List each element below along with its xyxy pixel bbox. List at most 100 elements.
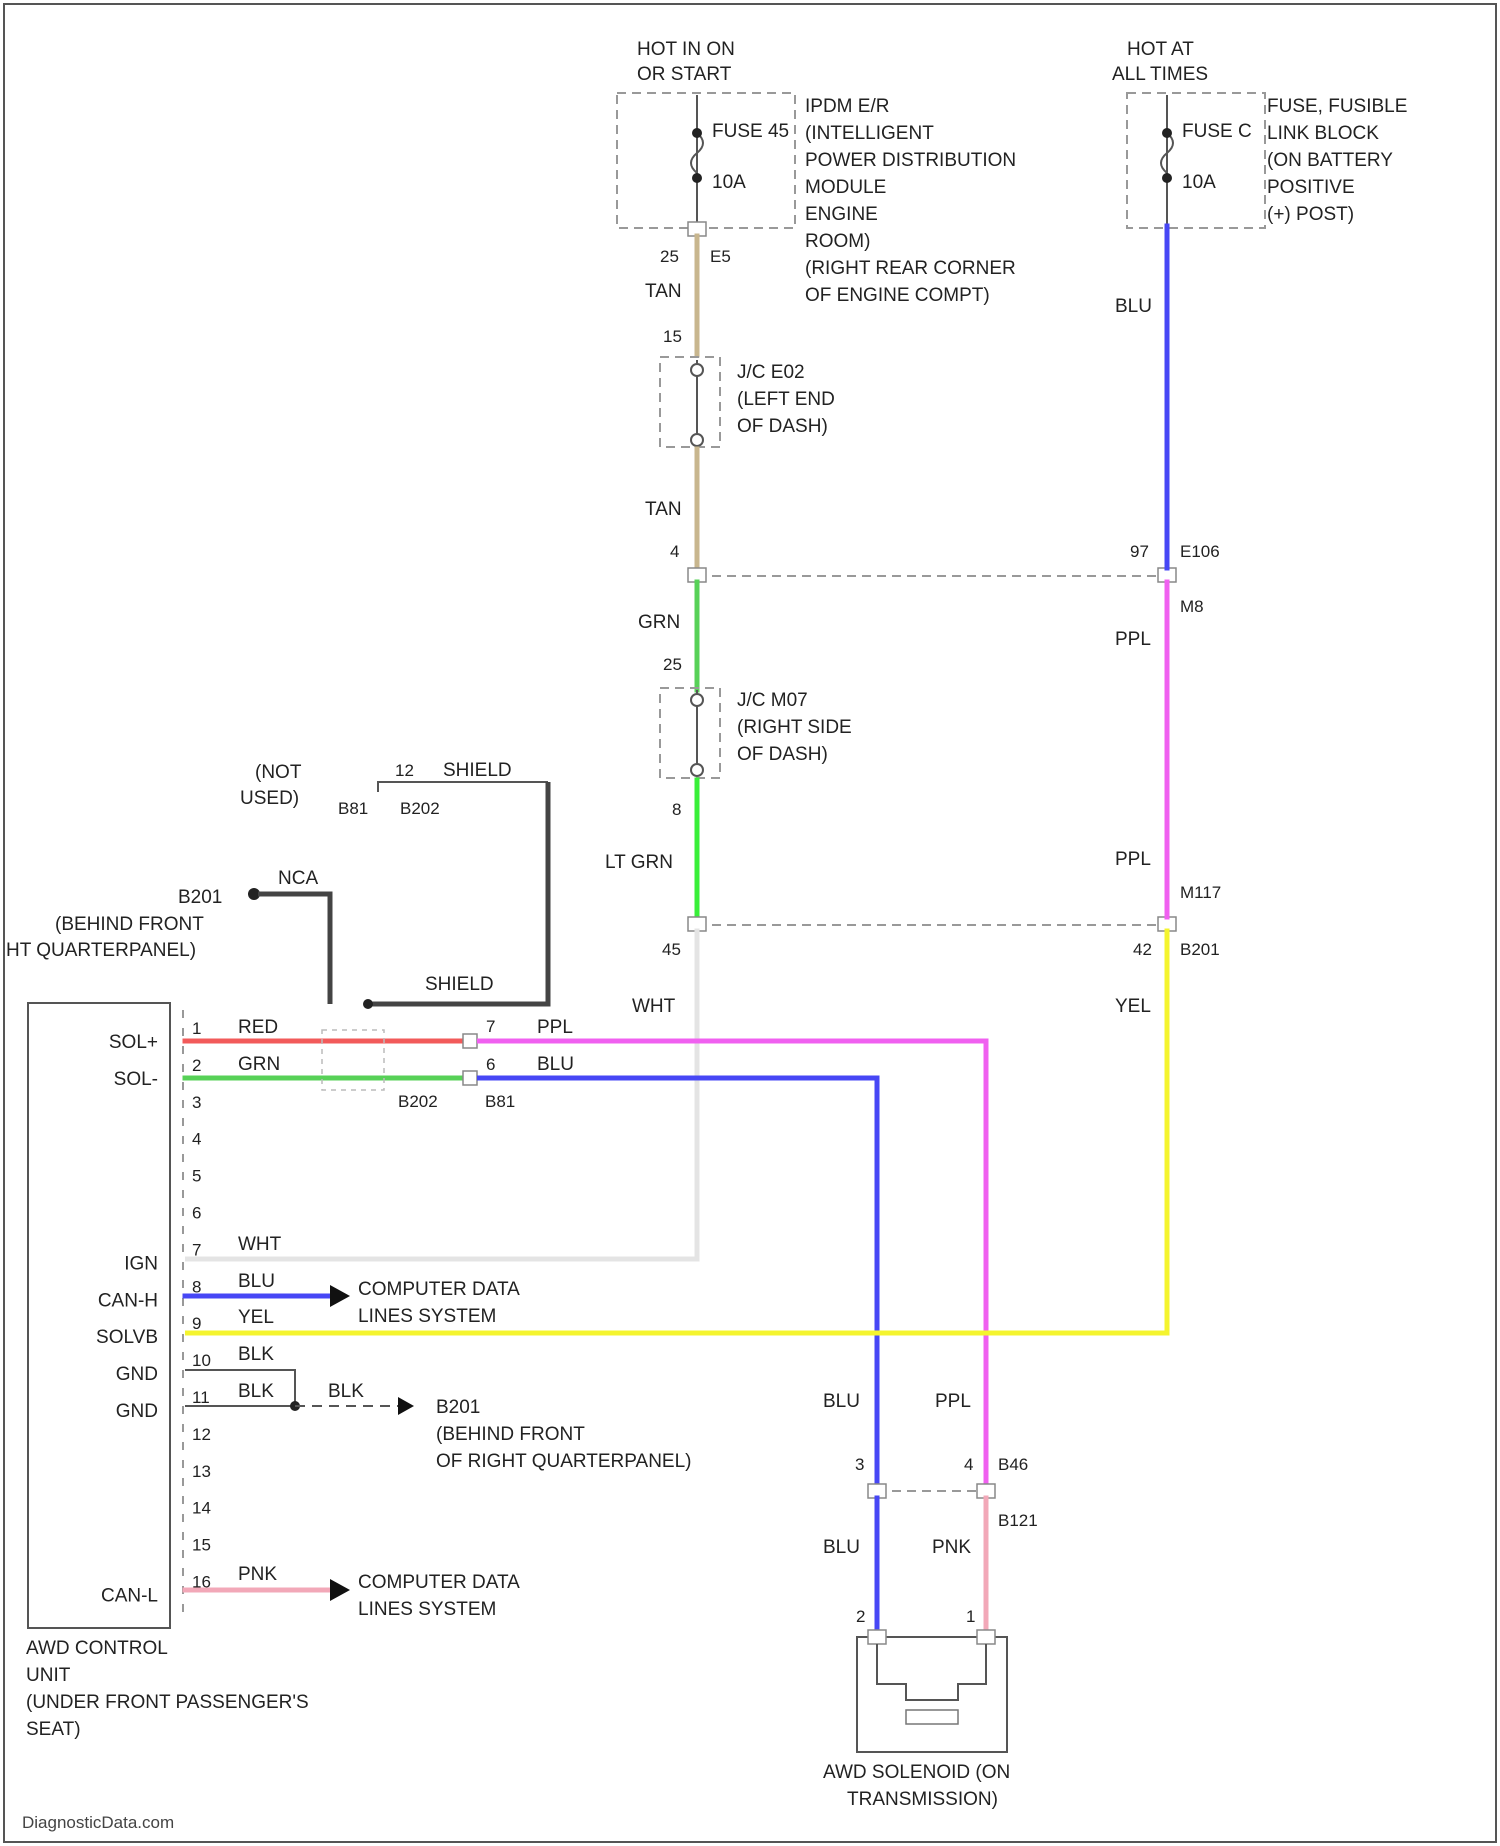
fuse-c-terminal-bottom	[1162, 173, 1172, 183]
ipdm-desc-7: (RIGHT REAR CORNER	[805, 258, 1016, 279]
wire-blu-can-h-label: BLU	[238, 1271, 275, 1292]
solenoid-pin-2-label: 2	[856, 1607, 865, 1626]
connector-b81-top: B81	[338, 799, 368, 818]
control-unit-pin-number: 3	[192, 1093, 201, 1112]
wire-shield	[370, 782, 548, 1004]
fuse-block-desc-5: (+) POST)	[1267, 204, 1354, 225]
connector-b81-bottom: B81	[485, 1092, 515, 1111]
wire-nca-label: NCA	[278, 868, 318, 889]
shield-terminal	[363, 999, 373, 1009]
ipdm-desc-2: (INTELLIGENT	[805, 123, 934, 144]
jc-e02-desc-3: OF DASH)	[737, 416, 828, 437]
wire-grn-label: GRN	[638, 612, 680, 633]
connector-b202-pin: 12	[395, 761, 414, 780]
fuse-c-amperage: 10A	[1182, 172, 1216, 193]
wire-blu-b46-label: BLU	[823, 1391, 860, 1412]
ground-b201-upper-name: B201	[178, 887, 222, 908]
wire-shield-top-label: SHIELD	[443, 760, 512, 781]
ipdm-description: IPDM E/R (INTELLIGENT POWER DISTRIBUTION…	[805, 96, 1016, 306]
wire-blk11-label: BLK	[238, 1381, 274, 1402]
solenoid-desc-2: TRANSMISSION)	[847, 1789, 998, 1810]
wire-lt-grn-label: LT GRN	[605, 852, 673, 873]
jc-e02-pin-in: 15	[663, 327, 682, 346]
not-used-label-line1: (NOT	[255, 762, 302, 783]
wire-ppl-lower-label: PPL	[1115, 849, 1151, 870]
ipdm-desc-6: ROOM)	[805, 231, 870, 252]
jc-m07-desc-2: (RIGHT SIDE	[737, 717, 852, 738]
control-unit-pin-number: 9	[192, 1314, 201, 1333]
watermark: DiagnosticData.com	[22, 1813, 174, 1832]
connector-m8-label: M8	[1180, 597, 1204, 616]
wire-ppl-upper-label: PPL	[1115, 629, 1151, 650]
fuse-block-desc-3: (ON BATTERY	[1267, 150, 1393, 171]
ignition-power-label-line1: HOT IN ON	[637, 39, 735, 60]
connector-b46-name: B46	[998, 1455, 1028, 1474]
fuse-block-desc-1: FUSE, FUSIBLE	[1267, 96, 1407, 117]
can-l-data-lines-2: LINES SYSTEM	[358, 1599, 496, 1620]
control-unit-pin-number: 4	[192, 1130, 201, 1149]
battery-power-label-line1: HOT AT	[1127, 39, 1194, 60]
ignition-power-label-line2: OR START	[637, 64, 732, 85]
control-unit-pin-list: 1SOL+2SOL-34567IGN8CAN-H9SOLVB10GND11GND…	[96, 1019, 211, 1607]
control-unit-pin-number: 2	[192, 1056, 201, 1075]
jc-m07-pin-out: 8	[672, 800, 681, 819]
control-unit-pin-name: GND	[116, 1364, 158, 1385]
jc-e02-desc-1: J/C E02	[737, 362, 805, 383]
connector-b81-pin7	[463, 1034, 477, 1048]
ipdm-desc-3: POWER DISTRIBUTION	[805, 150, 1016, 171]
wire-blk10-label: BLK	[238, 1344, 274, 1365]
connector-b201-pin-right: 42	[1133, 940, 1152, 959]
awd-control-unit-description: AWD CONTROL UNIT (UNDER FRONT PASSENGER'…	[26, 1638, 309, 1740]
wire-blu-sol-label: BLU	[537, 1054, 574, 1075]
wire-ppl-b46-label: PPL	[935, 1391, 971, 1412]
control-unit-desc-2: UNIT	[26, 1665, 71, 1686]
jc-m07-splice-top	[691, 694, 703, 706]
jc-m07-splice-bottom	[691, 764, 703, 776]
control-unit-pin-name: IGN	[124, 1253, 158, 1274]
control-unit-pin-name: SOL+	[109, 1032, 158, 1053]
jc-e02-box	[660, 357, 720, 447]
ipdm-desc-4: MODULE	[805, 177, 886, 198]
awd-solenoid-box	[857, 1637, 1007, 1752]
wire-yel-vertical-label: YEL	[1115, 996, 1151, 1017]
control-unit-pin-number: 10	[192, 1351, 211, 1370]
connector-b81-pin6-label: 6	[486, 1055, 495, 1074]
control-unit-pin-name: SOLVB	[96, 1327, 158, 1348]
shield-bracket-top	[378, 782, 548, 792]
control-unit-pin-number: 13	[192, 1462, 211, 1481]
jc-e02-description: J/C E02 (LEFT END OF DASH)	[737, 362, 835, 437]
wire-tan-upper-label: TAN	[645, 281, 682, 302]
battery-power-label-line2: ALL TIMES	[1112, 64, 1208, 85]
connector-e106-pin: 97	[1130, 542, 1149, 561]
connector-e5-pin: 25	[660, 247, 679, 266]
connector-b202-bottom: B202	[398, 1092, 438, 1111]
jc-m07-desc-3: OF DASH)	[737, 744, 828, 765]
awd-solenoid-coil-body	[906, 1710, 958, 1724]
awd-solenoid-pin-2	[868, 1630, 886, 1644]
control-unit-desc-3: (UNDER FRONT PASSENGER'S	[26, 1692, 309, 1713]
control-unit-pin-name: GND	[116, 1401, 158, 1422]
ipdm-desc-5: ENGINE	[805, 204, 878, 225]
wire-pnk-solenoid-lower-label: PNK	[932, 1537, 971, 1558]
awd-solenoid-coil	[877, 1644, 986, 1700]
ipdm-desc-8: OF ENGINE COMPT)	[805, 285, 990, 306]
connector-m117-name: M117	[1180, 883, 1221, 902]
jc-m07-desc-1: J/C M07	[737, 690, 808, 711]
jc-m07-pin-in: 25	[663, 655, 682, 674]
fuse-block-desc-2: LINK BLOCK	[1267, 123, 1379, 144]
control-unit-desc-4: SEAT)	[26, 1719, 81, 1740]
jc-m07-description: J/C M07 (RIGHT SIDE OF DASH)	[737, 690, 852, 765]
wire-wht-ign-label: WHT	[238, 1234, 282, 1255]
jc-m07-box	[660, 688, 720, 778]
control-unit-pin-number: 14	[192, 1499, 211, 1518]
diagram-frame	[4, 4, 1496, 1842]
connector-b46-pin4-label: 4	[964, 1455, 973, 1474]
wire-shield-mid-label: SHIELD	[425, 974, 494, 995]
control-unit-pin-number: 12	[192, 1425, 211, 1444]
wire-grn-sol-label: GRN	[238, 1054, 280, 1075]
fuse-45-amperage: 10A	[712, 172, 746, 193]
jc-e02-pin-out: 4	[670, 542, 679, 561]
solenoid-pin-1-label: 1	[966, 1607, 975, 1626]
awd-control-unit-box	[28, 1003, 170, 1628]
wire-ppl-solenoid	[477, 1041, 986, 1484]
